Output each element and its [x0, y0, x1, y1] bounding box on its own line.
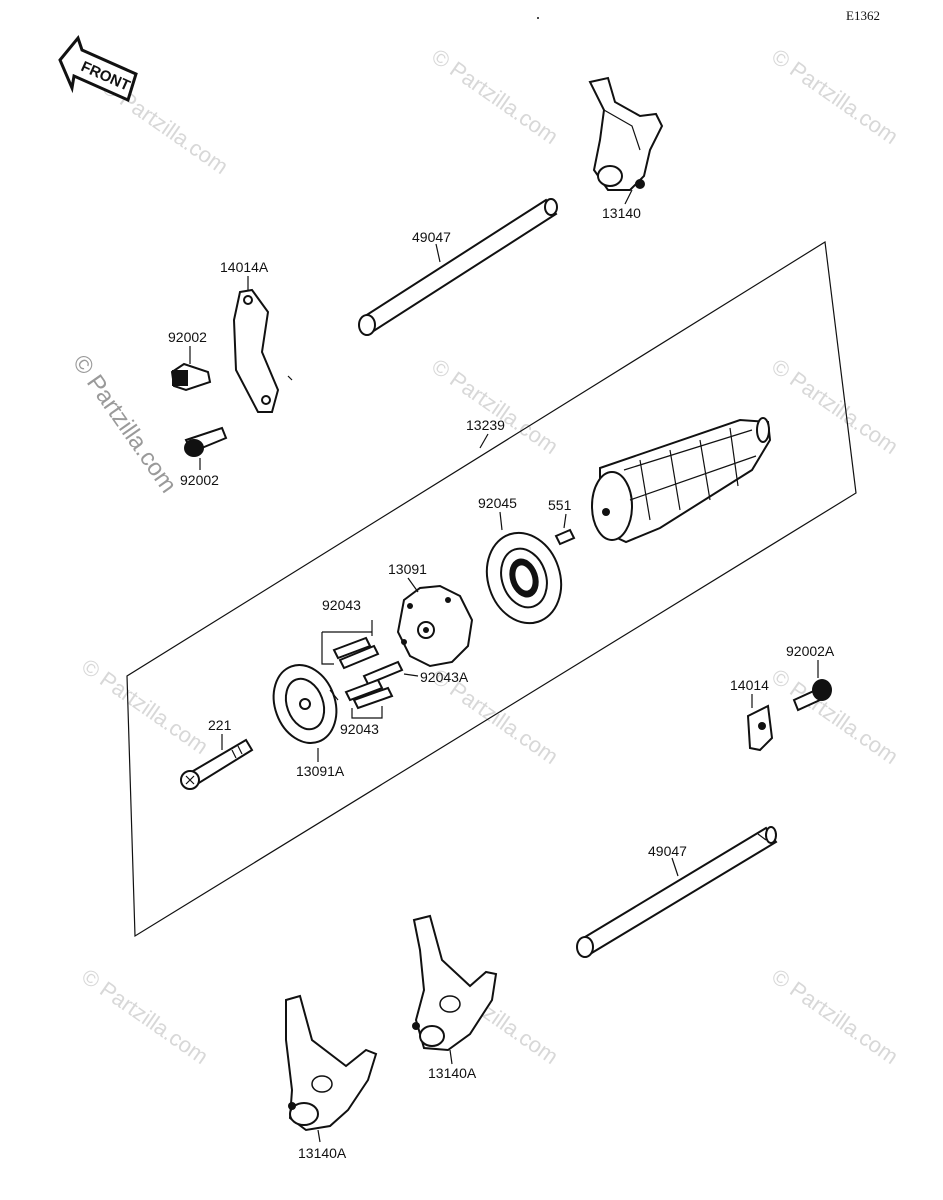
- watermark: © Partzilla.com: [767, 354, 903, 460]
- label-92002-upper: 92002: [168, 329, 207, 345]
- small-plate: [746, 704, 774, 752]
- label-49047-bottom: 49047: [648, 843, 687, 859]
- label-13239: 13239: [466, 417, 505, 433]
- watermark: © Partzilla.com: [77, 654, 213, 760]
- label-221: 221: [208, 717, 232, 733]
- label-92002-lower: 92002: [180, 472, 219, 488]
- watermark: © Partzilla.com: [767, 964, 903, 1070]
- shift-fork-middle: [412, 914, 498, 1052]
- speck: [537, 17, 539, 19]
- bearing: [485, 531, 563, 625]
- watermarks: © Partzilla.com © Partzilla.com © Partzi…: [67, 44, 903, 1070]
- bolt-right: [792, 679, 832, 712]
- stopper-plate: [232, 288, 280, 413]
- watermark: © Partzilla.com: [767, 664, 903, 770]
- shift-rod-bottom: [576, 826, 778, 958]
- shift-fork-bottom: [285, 994, 378, 1132]
- label-13140: 13140: [602, 205, 641, 221]
- label-14014A: 14014A: [220, 259, 269, 275]
- label-92002A: 92002A: [786, 643, 835, 659]
- watermark: © Partzilla.com: [427, 44, 563, 150]
- dowel-pin: [554, 528, 576, 546]
- label-92043-upper: 92043: [322, 597, 361, 613]
- label-92045: 92045: [478, 495, 517, 511]
- label-49047-top: 49047: [412, 229, 451, 245]
- watermark: © Partzilla.com: [427, 354, 563, 460]
- speck: [287, 375, 293, 381]
- pins-lower: [344, 678, 394, 719]
- bolt-upper: [170, 362, 212, 392]
- shift-drum: [591, 417, 772, 544]
- pins-middle: [362, 660, 404, 686]
- diagram-code: E1362: [846, 8, 880, 23]
- screw: [180, 738, 254, 790]
- watermark: © Partzilla.com: [767, 44, 903, 150]
- watermark: © Partzilla.com: [77, 964, 213, 1070]
- pins-upper: [321, 620, 380, 670]
- assembly-box: [126, 240, 857, 938]
- shift-cam: [396, 584, 474, 668]
- bolt-lower: [184, 426, 228, 457]
- label-92043A: 92043A: [420, 669, 469, 685]
- shift-fork-top: [588, 76, 664, 191]
- label-13140A-middle: 13140A: [428, 1065, 477, 1081]
- label-13091: 13091: [388, 561, 427, 577]
- label-13140A-bottom: 13140A: [298, 1145, 347, 1161]
- label-92043-lower: 92043: [340, 721, 379, 737]
- label-13091A: 13091A: [296, 763, 345, 779]
- watermark-vertical: © Partzilla.com: [67, 350, 182, 498]
- label-551: 551: [548, 497, 572, 513]
- cam-cover: [272, 664, 339, 744]
- front-arrow-icon: FRONT: [58, 34, 138, 103]
- shift-rod-top: [358, 198, 558, 336]
- label-14014: 14014: [730, 677, 769, 693]
